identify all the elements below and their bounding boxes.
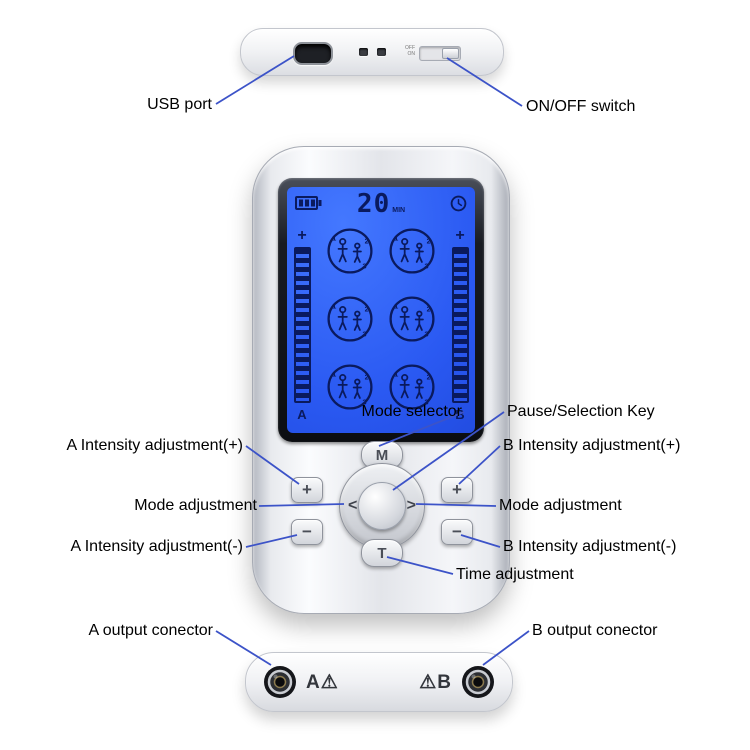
svg-text:3: 3 bbox=[425, 330, 429, 339]
on-off-switch bbox=[419, 46, 461, 61]
mode-icon: 1 2 3 bbox=[326, 227, 374, 280]
svg-text:1: 1 bbox=[394, 302, 398, 311]
svg-text:2: 2 bbox=[365, 305, 369, 314]
svg-text:1: 1 bbox=[394, 234, 398, 243]
channel-a-column: + A bbox=[290, 227, 314, 429]
output-jack-b bbox=[462, 666, 494, 698]
svg-text:1: 1 bbox=[332, 234, 336, 243]
mode-next-arrow: > bbox=[406, 497, 416, 514]
mode-icon: 1 2 3 bbox=[388, 363, 436, 416]
label-on-off-switch: ON/OFF switch bbox=[526, 98, 636, 115]
label-time-adjustment: Time adjustment bbox=[456, 566, 574, 583]
label-a-intensity-plus: A Intensity adjustment(+) bbox=[66, 437, 243, 454]
a-intensity-plus-button: + bbox=[291, 477, 323, 503]
svg-text:2: 2 bbox=[427, 373, 431, 382]
mode-grid: 1 2 3 1 2 3 1 2 3 1 2 3 1 2 3 1 2 3 bbox=[315, 227, 447, 416]
switch-labels: OFF ON bbox=[401, 46, 415, 57]
battery-icon bbox=[295, 196, 322, 210]
svg-text:2: 2 bbox=[427, 305, 431, 314]
output-label-b: ⚠B bbox=[419, 671, 452, 693]
clock-icon bbox=[450, 195, 467, 212]
svg-text:3: 3 bbox=[363, 330, 367, 339]
mode-prev-arrow: < bbox=[348, 497, 358, 514]
label-a-intensity-minus: A Intensity adjustment(-) bbox=[70, 538, 243, 555]
mode-icon: 1 2 3 bbox=[326, 363, 374, 416]
intensity-bar-a bbox=[293, 247, 311, 403]
usb-port bbox=[293, 42, 333, 65]
time-adjustment-button: T bbox=[361, 539, 403, 567]
timer-unit: MIN bbox=[392, 207, 406, 214]
label-b-intensity-plus: B Intensity adjustment(+) bbox=[503, 437, 681, 454]
svg-text:3: 3 bbox=[425, 262, 429, 271]
channel-a-plus-sign: + bbox=[297, 227, 307, 244]
output-jack-a bbox=[264, 666, 296, 698]
svg-text:1: 1 bbox=[332, 370, 336, 379]
channel-b-plus-sign: + bbox=[455, 227, 465, 244]
timer-readout: 20 MIN bbox=[357, 189, 405, 219]
label-b-output-connector: B output conector bbox=[532, 622, 658, 639]
device-top-view: OFF ON bbox=[240, 28, 504, 76]
screen-bezel: 20 MIN + A 1 2 3 1 2 3 1 2 3 1 2 3 1 2 3 1 2 3 + B bbox=[278, 178, 484, 442]
timer-value: 20 bbox=[356, 189, 391, 219]
svg-text:1: 1 bbox=[332, 302, 336, 311]
switch-on-label: ON bbox=[407, 51, 416, 57]
label-mode-adjustment-left: Mode adjustment bbox=[134, 497, 257, 514]
output-label-a: A⚠ bbox=[306, 671, 339, 693]
svg-text:3: 3 bbox=[425, 398, 429, 407]
vent-dot bbox=[359, 48, 368, 56]
svg-text:2: 2 bbox=[427, 237, 431, 246]
label-pause-selection-key: Pause/Selection Key bbox=[507, 403, 655, 420]
label-b-intensity-minus: B Intensity adjustment(-) bbox=[503, 538, 677, 555]
intensity-bar-b bbox=[451, 247, 469, 403]
device-front-view: 20 MIN + A 1 2 3 1 2 3 1 2 3 1 2 3 1 2 3 1 2 3 + B bbox=[252, 146, 510, 614]
navigation-ring: < > bbox=[339, 463, 425, 549]
channel-a-label: A bbox=[297, 407, 307, 422]
mode-icon: 1 2 3 bbox=[326, 295, 374, 348]
svg-text:2: 2 bbox=[365, 373, 369, 382]
svg-text:2: 2 bbox=[365, 237, 369, 246]
svg-text:3: 3 bbox=[363, 262, 367, 271]
b-intensity-plus-button: + bbox=[441, 477, 473, 503]
svg-text:1: 1 bbox=[394, 370, 398, 379]
channel-b-column: + B bbox=[448, 227, 472, 429]
mode-icon: 1 2 3 bbox=[388, 295, 436, 348]
label-mode-selector: Mode selector bbox=[361, 403, 463, 420]
pause-selection-button bbox=[358, 482, 406, 530]
label-a-output-connector: A output conector bbox=[88, 622, 213, 639]
device-bottom-view: A⚠ ⚠B bbox=[245, 652, 513, 712]
label-usb-port: USB port bbox=[147, 96, 212, 113]
switch-off-label: OFF bbox=[405, 45, 415, 51]
on-off-switch-knob bbox=[442, 48, 459, 59]
mode-icon: 1 2 3 bbox=[388, 227, 436, 280]
vent-dot bbox=[377, 48, 386, 56]
lcd-display: 20 MIN + A 1 2 3 1 2 3 1 2 3 1 2 3 1 2 3 1 2 3 + B bbox=[287, 187, 475, 433]
a-intensity-minus-button: − bbox=[291, 519, 323, 545]
b-intensity-minus-button: − bbox=[441, 519, 473, 545]
label-mode-adjustment-right: Mode adjustment bbox=[499, 497, 622, 514]
svg-text:3: 3 bbox=[363, 398, 367, 407]
